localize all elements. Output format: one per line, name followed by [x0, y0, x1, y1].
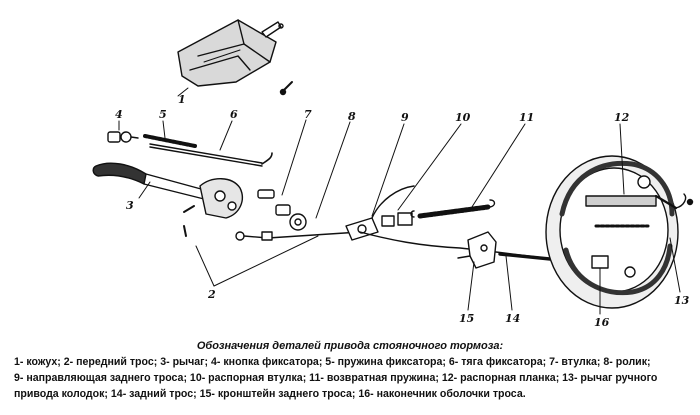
legend-line: 9- направляющая заднего троса; 10- распо…: [14, 372, 658, 384]
latch-rod-part: [149, 143, 273, 167]
label-11: 11: [519, 111, 534, 124]
lever-part: [92, 162, 244, 237]
label-14: 14: [505, 312, 520, 325]
brake-backing-plate: [545, 155, 694, 309]
caption-title: Обозначения деталей привода стояночного …: [196, 340, 504, 352]
return-spring-part: [410, 199, 496, 219]
label-13: 13: [674, 294, 690, 307]
front-cable-part: [235, 231, 361, 241]
label-9: 9: [401, 111, 409, 124]
label-6: 6: [230, 108, 238, 121]
spacer-bushing-part: [381, 212, 413, 227]
parts-legend: 1- кожух; 2- передний трос; 3- рычаг; 4-…: [14, 354, 694, 402]
label-1: 1: [178, 93, 186, 106]
label-4: 4: [115, 108, 123, 121]
label-8: 8: [348, 110, 356, 123]
legend-line: 1- кожух; 2- передний трос; 3- рычаг; 4-…: [14, 356, 651, 368]
label-3: 3: [126, 199, 134, 212]
label-2: 2: [207, 288, 216, 301]
parking-brake-diagram: 1 4 5 6 3 7 8 9 10 11 2 12 13 16 14 15: [92, 19, 694, 329]
latch-spring-part: [143, 134, 197, 148]
sheath-tip-part: [591, 255, 609, 269]
label-7: 7: [304, 108, 312, 121]
label-5: 5: [159, 108, 167, 121]
legend-line: привода колодок; 14- задний трос; 15- кр…: [14, 388, 526, 400]
label-16: 16: [594, 316, 610, 329]
roller-part: [289, 213, 307, 231]
latch-button-part: [107, 131, 139, 143]
bushing-part: [257, 189, 291, 216]
spacer-plate-part: [585, 195, 657, 207]
label-12: 12: [614, 111, 630, 124]
cover-part: [177, 19, 293, 96]
label-10: 10: [455, 111, 471, 124]
rear-cable-guide-part: [345, 185, 415, 241]
label-15: 15: [459, 312, 474, 325]
rear-cable-bracket-part: [457, 231, 497, 269]
shoe-lever-part: [654, 194, 678, 210]
